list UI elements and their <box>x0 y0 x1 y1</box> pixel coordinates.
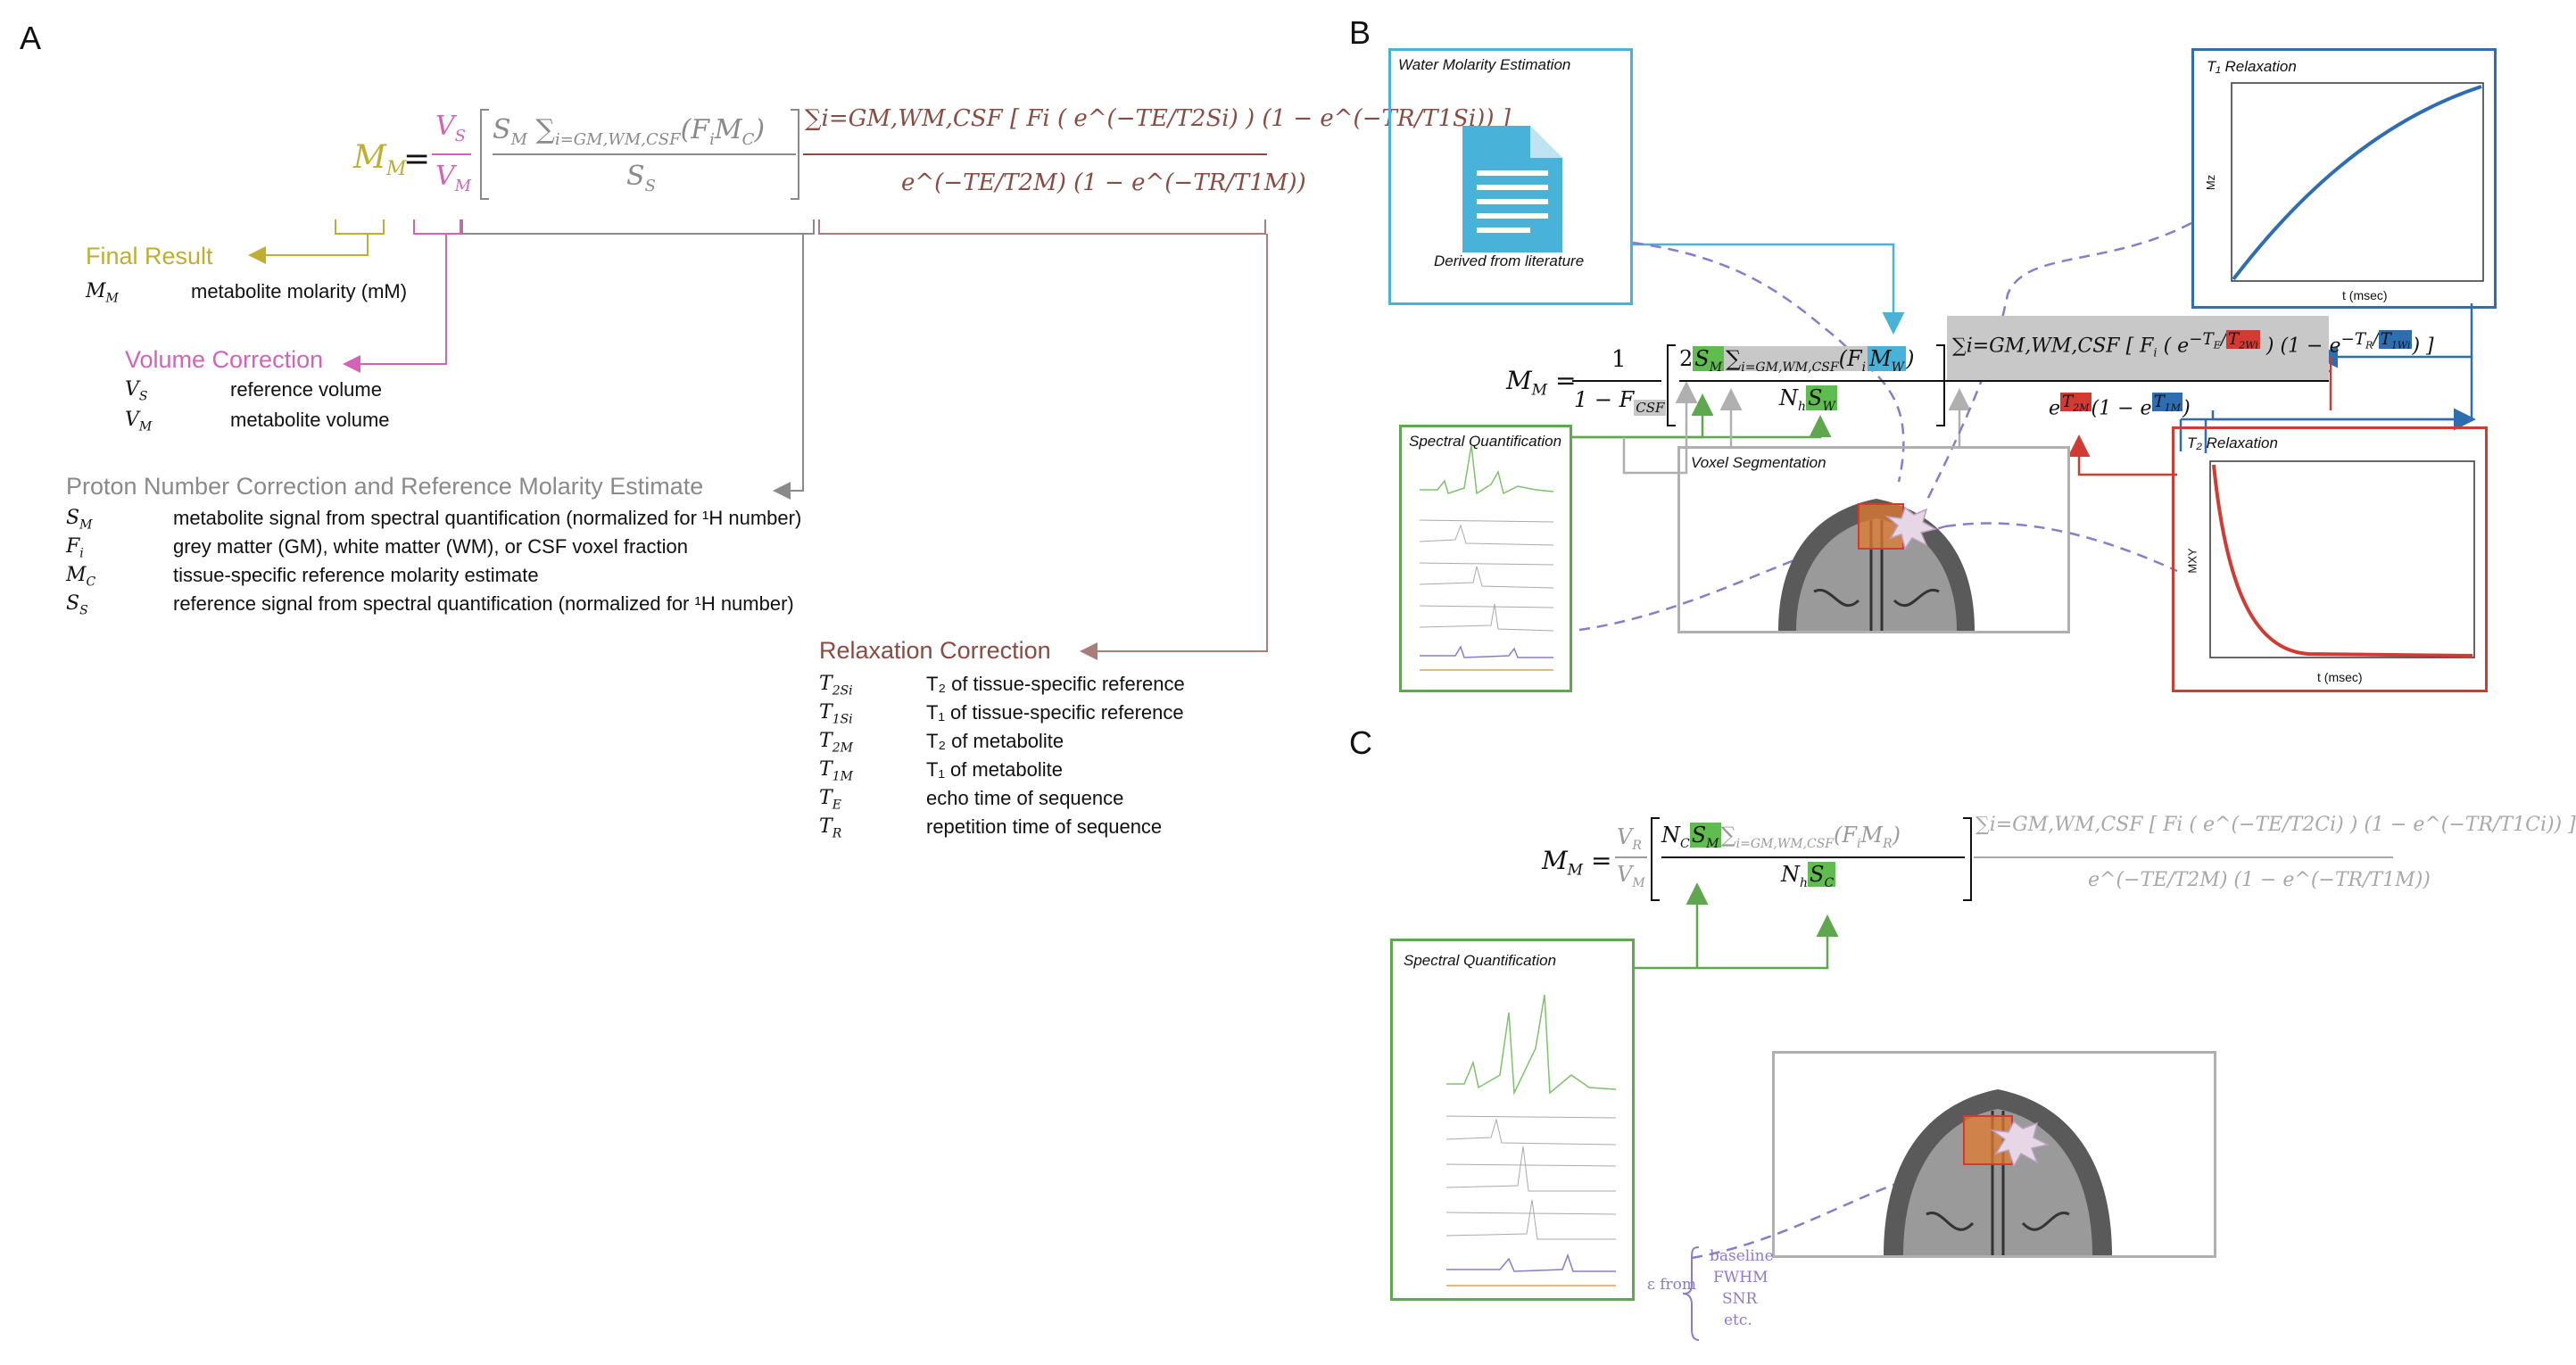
eq-a-vm: VM <box>435 161 472 195</box>
eq-c-lhs: MM = <box>1542 846 1612 880</box>
spectral-quant-box-c: Spectral Quantification <box>1390 939 1635 1301</box>
brain-voxel-image-c <box>1884 1089 2112 1255</box>
brain-voxel-image-b <box>1778 499 1975 631</box>
brain-image-box-c <box>1772 1051 2216 1258</box>
eq-a-bracket-left <box>480 109 489 200</box>
eq-b-bracket-left <box>1667 344 1676 426</box>
eq-c-vr: VR <box>1617 824 1642 853</box>
t2-y-label: MXY <box>2185 548 2199 574</box>
eq-b-relax-num: ∑i=GM,WM,CSF [ Fi ( e−TE/T2Wi ) (1 − e−T… <box>1952 330 2434 360</box>
relaxation-correction-heading: Relaxation Correction <box>819 637 1051 664</box>
eq-a-vs: VS <box>435 111 467 145</box>
eq-c-den: NhSC <box>1781 862 1836 890</box>
eq-b-bracket-right <box>1936 344 1945 426</box>
eq-c-vm: VM <box>1617 862 1645 890</box>
water-molarity-box: Water Molarity Estimation Derived from l… <box>1388 48 1633 305</box>
eq-c-relax-line <box>1974 856 2393 858</box>
epsilon-from-label: ε from <box>1647 1276 1696 1294</box>
epsilon-item-3: etc. <box>1724 1311 1752 1329</box>
voxel-segmentation-box: Voxel Segmentation <box>1677 446 2070 633</box>
eq-a-proton-line <box>493 153 796 155</box>
eq-b-frac-line <box>1572 380 1661 382</box>
panel-label-b: B <box>1349 14 1371 51</box>
t1-curve-plot <box>2231 82 2484 282</box>
eq-a-bracket-right <box>791 109 799 200</box>
panel-label-c: C <box>1349 724 1372 761</box>
t2-relaxation-box: T₂ Relaxation MXY t (msec) <box>2172 426 2488 692</box>
eq-b-one: 1 <box>1611 346 1627 373</box>
eq-a-relax-num: ∑i=GM,WM,CSF [ Fi ( e^(−TE/T2Si) ) (1 − … <box>805 105 1511 132</box>
eq-b-lhs: MM = <box>1506 366 1577 400</box>
water-molarity-title: Water Molarity Estimation <box>1398 56 1571 73</box>
epsilon-item-0: baseline <box>1710 1247 1774 1265</box>
eq-b-den: NhSW <box>1779 385 1837 414</box>
panel-label-a: A <box>20 20 42 56</box>
eq-a-proton-den: SS <box>626 161 656 195</box>
volume-correction-heading: Volume Correction <box>125 346 324 373</box>
eq-a-relax-den: e^(−TE/T2M) (1 − e^(−TR/T1M)) <box>901 170 1306 196</box>
final-result-heading: Final Result <box>86 243 213 269</box>
eq-c-relax-den: e^(−TE/T2M) (1 − e^(−TR/T1M)) <box>2088 869 2431 891</box>
eq-b-num-line <box>1679 380 1947 382</box>
eq-a-equals: = <box>403 141 431 178</box>
spectral-traces-b <box>1419 444 1554 671</box>
eq-a-proton-num: SM ∑i=GM,WM,CSF(FiMC) <box>493 114 766 149</box>
eq-c-vfrac-line <box>1615 856 1647 858</box>
epsilon-item-2: SNR <box>1722 1290 1758 1308</box>
t1-relaxation-box: T₁ Relaxation Mz t (msec) <box>2191 48 2497 309</box>
t1-x-label: t (msec) <box>2342 288 2388 302</box>
eq-a-lhs: MM <box>353 139 407 181</box>
t2-relaxation-title: T₂ Relaxation <box>2187 434 2278 451</box>
spectral-traces-c <box>1445 994 1617 1286</box>
eq-c-bracket-left <box>1651 817 1660 901</box>
eq-c-bracket-right <box>1963 817 1972 901</box>
eq-b-relax-line <box>1947 380 2329 382</box>
t2-x-label: t (msec) <box>2317 670 2363 684</box>
eq-a-relax-line <box>803 153 1267 155</box>
document-icon <box>1462 126 1562 252</box>
eq-c-num-line <box>1661 856 1965 858</box>
eq-b-relax-num-bg <box>1947 316 2329 380</box>
t1-relaxation-title: T₁ Relaxation <box>2207 58 2297 75</box>
t1-y-label: Mz <box>2204 174 2218 191</box>
eq-c-relax-num: ∑i=GM,WM,CSF [ Fi ( e^(−TE/T2Ci) ) (1 − … <box>1975 814 2576 836</box>
voxel-segmentation-title: Voxel Segmentation <box>1691 454 1826 471</box>
spectral-quant-title-c: Spectral Quantification <box>1404 952 1557 969</box>
eq-a-vfrac-line <box>432 153 471 155</box>
spectral-quant-title-b: Spectral Quantification <box>1409 433 1562 450</box>
t2-curve-plot <box>2209 460 2475 658</box>
water-molarity-caption: Derived from literature <box>1434 252 1585 269</box>
proton-correction-heading: Proton Number Correction and Reference M… <box>66 473 704 500</box>
eq-c-num: NCSM∑i=GM,WM,CSF(FiMR) <box>1661 823 1901 851</box>
spectral-quant-box-b: Spectral Quantification <box>1399 425 1572 692</box>
epsilon-item-1: FWHM <box>1713 1269 1768 1286</box>
